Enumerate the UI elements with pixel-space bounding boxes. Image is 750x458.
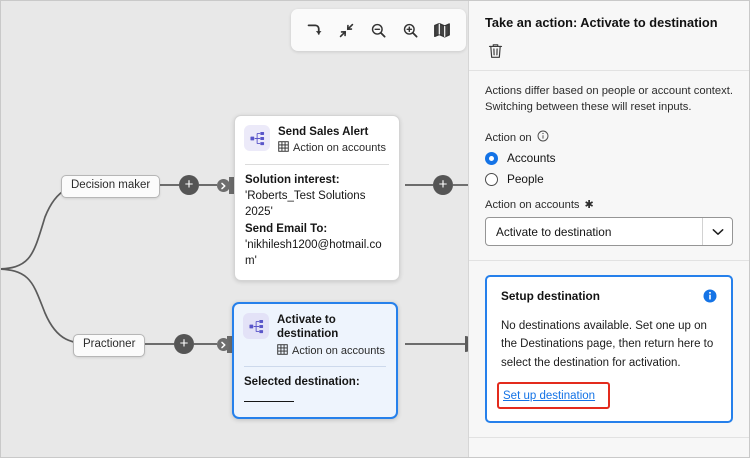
card-body: Selected destination:: [234, 367, 396, 417]
card-subtitle: Action on accounts: [277, 344, 386, 359]
connector-chevron-icon-2[interactable]: [217, 338, 230, 351]
setup-destination-callout: Setup destination No destinations availa…: [485, 275, 733, 423]
card-header: Send Sales Alert Action on accounts: [235, 116, 399, 164]
add-step-button-practioner[interactable]: +: [174, 334, 194, 354]
card-header: Activate to destination Action on accoun…: [234, 304, 396, 366]
undo-redo-icon[interactable]: [302, 17, 328, 43]
radio-option-accounts[interactable]: Accounts: [485, 151, 733, 165]
zoom-out-icon[interactable]: [365, 17, 391, 43]
card-field-label: Selected destination:: [244, 375, 360, 388]
radio-accounts-indicator[interactable]: [485, 151, 498, 165]
panel-bottom-divider: [469, 436, 749, 438]
card-title-group: Activate to destination Action on accoun…: [277, 313, 386, 359]
card-field-selected-destination: Selected destination:: [244, 374, 386, 407]
fit-to-screen-icon[interactable]: [334, 17, 360, 43]
card-title: Send Sales Alert: [278, 126, 369, 138]
branch-label-decision-maker[interactable]: Decision maker: [61, 175, 161, 198]
required-marker: ✱: [584, 199, 594, 212]
highlight-box: Set up destination: [497, 381, 611, 409]
panel-body: Actions differ based on people or accoun…: [469, 70, 749, 457]
connector-chevron-icon-1[interactable]: [217, 179, 230, 192]
workflow-node-icon: [243, 313, 269, 339]
chevron-down-icon[interactable]: [702, 218, 732, 246]
flow-canvas[interactable]: Decision maker Practioner + + +: [1, 1, 468, 457]
zoom-in-icon[interactable]: [397, 17, 423, 43]
card-field-send-email-to: Send Email To: 'nikhilesh1200@hotmail.co…: [245, 221, 389, 270]
card-field-value: 'Roberts_Test Solutions 2025': [245, 189, 366, 219]
action-properties-panel: Take an action: Activate to destination …: [468, 1, 749, 457]
card-subtitle-label: Action on accounts: [292, 344, 385, 357]
card-title-group: Send Sales Alert Action on accounts: [278, 125, 386, 157]
flow-card-send-sales-alert[interactable]: Send Sales Alert Action on accounts: [234, 115, 400, 281]
flow-card-activate-to-destination[interactable]: Activate to destination Action on accoun…: [232, 302, 398, 419]
callout-text: No destinations available. Set one up on…: [501, 320, 714, 369]
card-title: Activate to destination: [277, 314, 339, 341]
card-divider: [244, 365, 386, 367]
branch-label-practioner[interactable]: Practioner: [73, 334, 146, 357]
add-step-button-decision-maker[interactable]: +: [179, 175, 199, 195]
action-on-accounts-select[interactable]: Activate to destination: [485, 217, 733, 247]
card-field-value: 'nikhilesh1200@hotmail.com': [245, 238, 382, 268]
card-field-solution-interest: Solution interest: 'Roberts_Test Solutio…: [245, 172, 389, 221]
action-on-label-row: Action on: [485, 130, 733, 145]
action-on-accounts-label-row: Action on accounts ✱: [485, 198, 733, 212]
panel-section-divider: [469, 260, 749, 262]
workflow-node-icon: [244, 125, 270, 151]
radio-people-label: People: [507, 172, 544, 187]
context-hint-text: Actions differ based on people or accoun…: [485, 84, 733, 114]
select-selected-value: Activate to destination: [496, 224, 612, 239]
panel-action-bar: [485, 40, 733, 62]
plus-icon: +: [179, 334, 189, 352]
plus-icon: +: [184, 175, 194, 193]
canvas-toolbar[interactable]: [291, 9, 466, 51]
panel-header: Take an action: Activate to destination: [469, 1, 749, 71]
radio-people-indicator[interactable]: [485, 172, 498, 186]
trash-icon[interactable]: [485, 41, 505, 61]
action-on-accounts-label: Action on accounts: [485, 198, 580, 211]
card-subtitle: Action on accounts: [278, 141, 386, 156]
callout-header: Setup destination: [501, 289, 717, 308]
plus-icon: +: [438, 175, 448, 193]
action-on-label: Action on: [485, 131, 532, 144]
minimap-icon[interactable]: [429, 17, 455, 43]
callout-title: Setup destination: [501, 289, 600, 304]
card-subtitle-label: Action on accounts: [293, 142, 386, 155]
info-filled-icon[interactable]: [703, 289, 717, 308]
card-divider: [245, 163, 389, 165]
grid-icon: [278, 141, 289, 156]
info-circle-icon[interactable]: [537, 130, 549, 145]
page-title: Take an action: Activate to destination: [485, 15, 718, 30]
grid-icon: [277, 344, 288, 359]
add-step-button-after-send-sales-alert[interactable]: +: [433, 175, 453, 195]
card-field-label: Solution interest:: [245, 173, 340, 186]
radio-option-people[interactable]: People: [485, 172, 733, 186]
card-body: Solution interest: 'Roberts_Test Solutio…: [235, 165, 399, 280]
radio-accounts-label: Accounts: [507, 151, 556, 166]
card-field-label: Send Email To:: [245, 222, 328, 235]
set-up-destination-link[interactable]: Set up destination: [503, 389, 596, 402]
empty-value-placeholder: [244, 401, 294, 403]
